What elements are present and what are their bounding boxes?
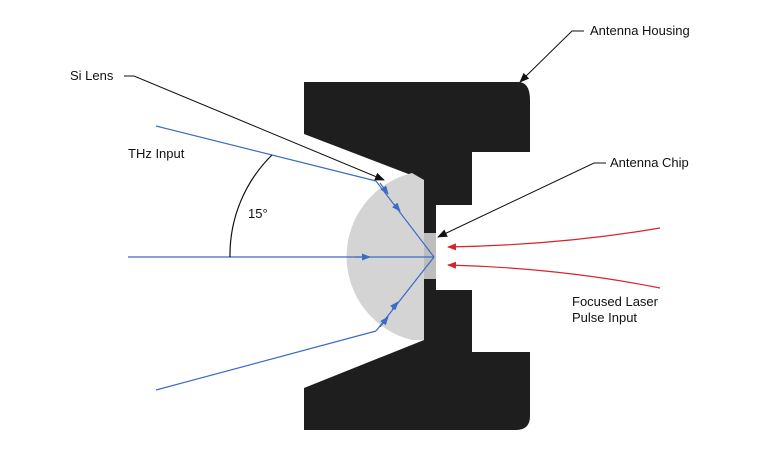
thz-arrow-upper bbox=[379, 182, 389, 195]
label-laser-line1: Focused Laser bbox=[572, 294, 659, 309]
antenna-chip-shape bbox=[424, 233, 436, 279]
laser-ray-upper bbox=[447, 227, 661, 251]
thz-ray-lower bbox=[155, 330, 377, 391]
laser-ray-lower bbox=[447, 261, 661, 289]
leader-antenna-chip bbox=[437, 162, 606, 238]
thz-arrow-lower bbox=[379, 316, 389, 328]
thz-ray-upper bbox=[155, 125, 377, 182]
leader-si-lens bbox=[124, 75, 385, 181]
label-angle: 15° bbox=[248, 206, 268, 221]
label-si-lens: Si Lens bbox=[70, 68, 114, 83]
leader-antenna-housing bbox=[519, 30, 584, 83]
leader-lines bbox=[124, 30, 606, 238]
laser-rays bbox=[447, 227, 661, 289]
antenna-housing-body bbox=[304, 82, 530, 430]
label-antenna-housing: Antenna Housing bbox=[590, 23, 690, 38]
angle-arc bbox=[229, 154, 273, 258]
label-laser-line2: Pulse Input bbox=[572, 310, 637, 325]
thz-arrow-lower-2 bbox=[390, 301, 399, 311]
thz-arrow-upper-2 bbox=[392, 202, 401, 212]
label-antenna-chip: Antenna Chip bbox=[610, 155, 689, 170]
thz-rays bbox=[128, 125, 435, 391]
label-thz-input: THz Input bbox=[128, 146, 185, 161]
